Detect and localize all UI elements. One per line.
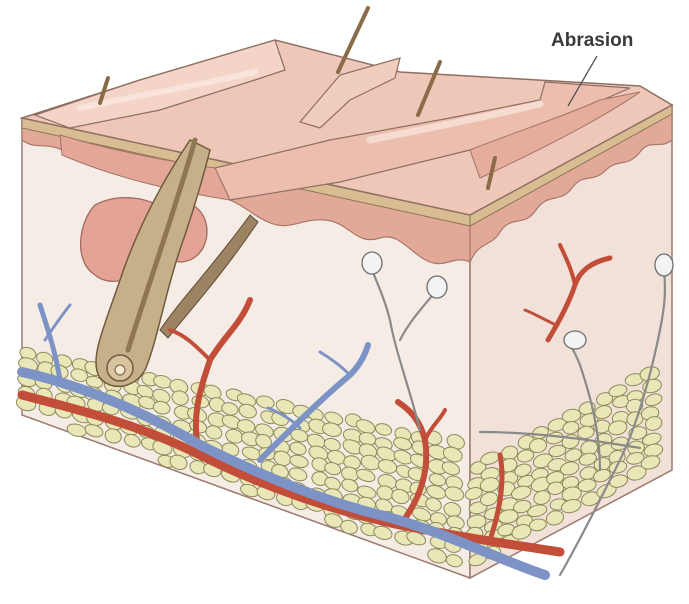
hair-papilla: [115, 365, 125, 375]
abrasion-label: Abrasion: [551, 30, 633, 51]
